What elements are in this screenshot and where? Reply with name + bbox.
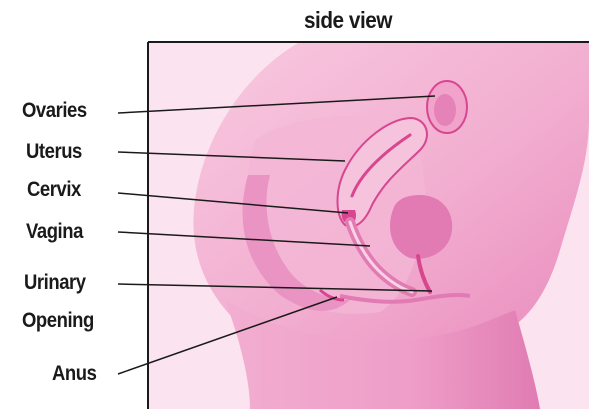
label-anus: Anus [52,363,96,384]
label-uterus: Uterus [26,141,82,162]
label-urinary: Urinary [24,272,86,293]
ovary-inner [434,94,456,126]
label-ovaries: Ovaries [22,100,87,121]
label-cervix: Cervix [27,179,81,200]
label-opening: Opening [22,310,94,331]
view-title: side view [304,9,392,32]
label-vagina: Vagina [26,221,83,242]
